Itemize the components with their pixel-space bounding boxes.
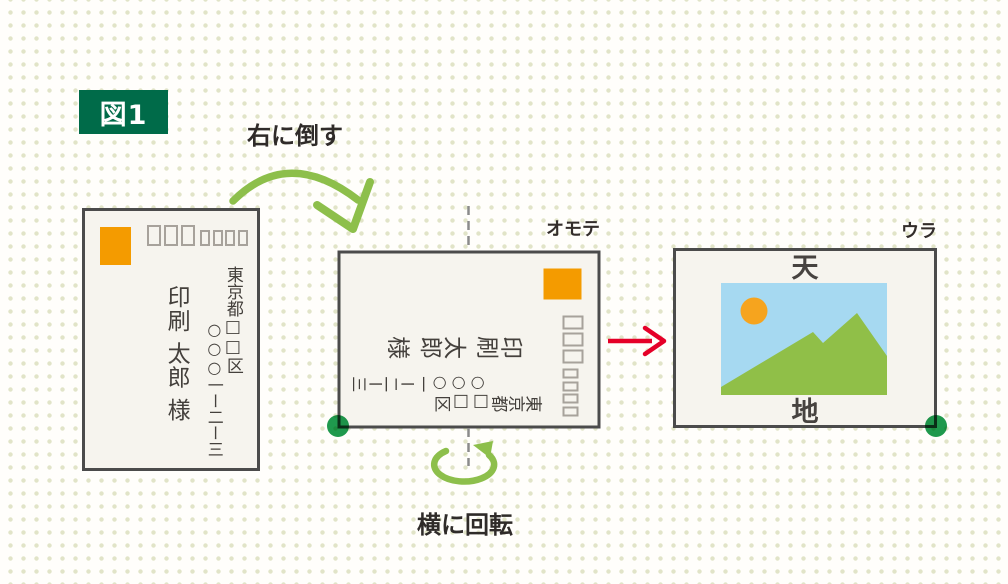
bottom-edge-label: 地 <box>791 397 819 428</box>
postcard-front-portrait: 東京都□□区 ○○○一ー二ー三 印刷 太郎 様 <box>82 208 260 471</box>
tilt-right-arrow-arc <box>229 169 362 205</box>
postal-box-large <box>562 315 583 329</box>
photo-placeholder <box>721 283 887 395</box>
postal-box-large <box>181 225 195 246</box>
postcard-back: 天 地 <box>673 248 937 428</box>
mountain-icon <box>721 313 887 395</box>
rotate-horizontal-annotation: 横に回転 <box>417 511 513 539</box>
top-edge-label: 天 <box>791 253 819 284</box>
postal-box-small <box>562 368 578 378</box>
figure-label: 図1 <box>79 90 168 134</box>
postcard-front-rotated-inner: 東京都□□区 ○○○一ー二ー三 印刷 太郎 様 <box>337 250 600 428</box>
stamp-square <box>543 268 581 299</box>
rotation-arrow-arc <box>430 447 498 485</box>
address-line2: ○○○一ー二ー三 <box>204 320 224 457</box>
sun-icon <box>740 297 768 325</box>
postal-box-large <box>562 349 583 363</box>
recipient-name: 印刷 太郎 様 <box>386 331 523 358</box>
postal-box-small <box>225 230 235 246</box>
postal-box-small <box>562 393 578 403</box>
postal-box-large <box>562 332 583 346</box>
landscape-image <box>721 283 887 395</box>
stamp-square <box>100 227 131 265</box>
postal-box-small <box>212 230 223 246</box>
tilt-right-arrow-head <box>313 178 374 233</box>
tilt-right-annotation: 右に倒す <box>247 122 343 150</box>
postal-box-small <box>562 380 578 391</box>
red-arrow-head <box>642 325 667 357</box>
postal-box-small <box>562 405 578 416</box>
address-line2: ○○○一ー二ー三 <box>351 372 488 392</box>
postal-code-boxes <box>562 315 583 416</box>
postal-box-small <box>200 230 210 246</box>
address-line1: 東京都□□区 <box>434 390 542 411</box>
postal-code-boxes <box>147 225 248 246</box>
front-side-label: オモテ <box>546 219 600 240</box>
recipient-name: 印刷 太郎 様 <box>163 285 190 422</box>
postal-box-large <box>147 225 161 246</box>
back-side-label: ウラ <box>901 221 937 242</box>
postal-box-small <box>237 230 248 246</box>
postal-box-large <box>164 225 178 246</box>
postcard-front-rotated: 東京都□□区 ○○○一ー二ー三 印刷 太郎 様 <box>337 250 600 428</box>
address-line1: 東京都□□区 <box>222 266 243 374</box>
rotation-arrow-head <box>473 441 493 458</box>
